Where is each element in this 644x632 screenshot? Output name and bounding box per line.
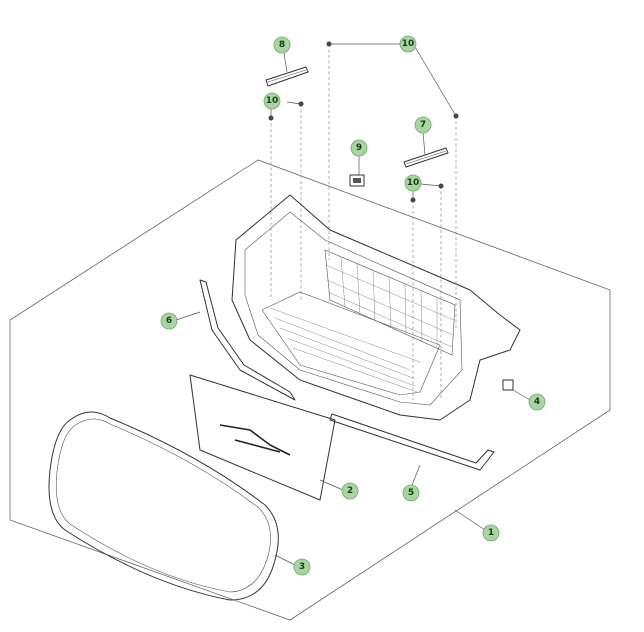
part-5-bottom-trim (329, 413, 495, 471)
leader-lines (175, 43, 531, 566)
part-7-bracket (403, 147, 449, 168)
cargo-tray-body (231, 194, 521, 421)
callout-label-3: 3 (299, 562, 305, 572)
callout-label-2: 2 (347, 486, 353, 496)
callout-5: 5 (402, 484, 420, 502)
back-panel-grid (325, 256, 455, 348)
callout-label-10b: 10 (266, 96, 279, 106)
callout-10c: 10 (404, 174, 422, 192)
callout-2: 2 (341, 482, 359, 500)
callout-8: 8 (273, 36, 291, 54)
floor-slats (269, 307, 421, 393)
callout-4: 4 (528, 393, 546, 411)
callout-label-4: 4 (534, 397, 540, 407)
callout-label-1: 1 (488, 528, 494, 538)
callout-3: 3 (293, 558, 311, 576)
part-3-gasket (48, 411, 279, 601)
callout-label-10a: 10 (402, 39, 415, 49)
part-4-plug (502, 379, 514, 391)
part-6-left-trim (199, 279, 296, 401)
callout-10b: 10 (263, 92, 281, 110)
callout-9: 9 (350, 139, 368, 157)
callout-10a: 10 (399, 35, 417, 53)
assembly-frame (9, 159, 611, 621)
callout-label-7: 7 (420, 120, 426, 130)
alignment-lines (270, 44, 457, 400)
callout-label-9: 9 (356, 143, 362, 153)
part-2-decal (189, 374, 336, 501)
callout-label-5: 5 (408, 488, 414, 498)
part-8-bracket (265, 66, 309, 87)
callout-label-10c: 10 (407, 178, 420, 188)
callout-label-6: 6 (166, 316, 172, 326)
callout-6: 6 (160, 312, 178, 330)
part-9-clip (349, 174, 365, 187)
callout-label-8: 8 (279, 40, 285, 50)
callout-1: 1 (482, 524, 500, 542)
callout-7: 7 (414, 116, 432, 134)
